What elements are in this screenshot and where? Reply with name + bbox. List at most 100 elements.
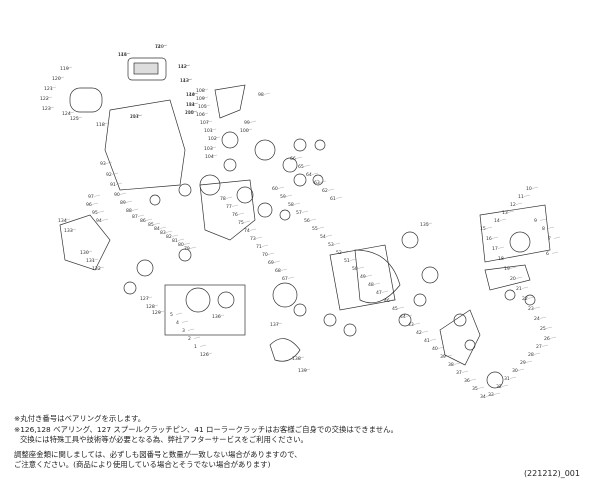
gear-or-bearing — [217, 291, 235, 309]
part-number-label: 110 — [186, 92, 195, 98]
gear-or-bearing — [398, 313, 412, 327]
part-number-label: 114 — [186, 102, 195, 108]
star-drag — [269, 338, 301, 362]
part-number-label: 70 — [262, 252, 268, 258]
leader-line — [497, 246, 505, 249]
leader-line — [171, 234, 179, 237]
leader-line — [531, 186, 539, 189]
leader-line — [381, 290, 389, 293]
part-number-label: 57 — [296, 210, 302, 216]
leader-line — [485, 394, 493, 397]
leader-line — [421, 330, 429, 333]
part-number-label: 31 — [504, 376, 510, 382]
part-number-label: 79 — [184, 246, 190, 252]
part-number-label: 90 — [114, 192, 120, 198]
leader-line — [525, 360, 533, 363]
part-number-label: 132 — [92, 266, 101, 272]
part-number-label: 80 — [178, 242, 184, 248]
leader-line — [297, 356, 305, 359]
part-number-label: 93 — [100, 161, 106, 167]
part-number-label: 19 — [504, 266, 510, 272]
replacement-note: ※126,128 ベアリング、127 スプールクラッチピン、41 ローラークラッ… — [14, 424, 398, 434]
leader-line — [157, 310, 165, 313]
leader-line — [453, 362, 461, 365]
part-number-label: 130 — [80, 250, 89, 256]
gear-or-bearing — [272, 282, 298, 308]
part-number-label: 76 — [232, 212, 238, 218]
leader-line — [91, 202, 99, 205]
part-number-label: 11 — [518, 194, 524, 200]
leader-line — [545, 326, 553, 329]
part-number-label: 66 — [290, 156, 296, 162]
caution-note: ご注意ください。(商品により使用している場合とそうでない場合があります) — [14, 460, 271, 470]
leader-line — [63, 218, 71, 221]
leader-line — [311, 172, 319, 175]
leader-line — [145, 218, 153, 221]
leader-line — [249, 228, 257, 231]
part-number-label: 201 — [130, 114, 139, 120]
service-note: 交換には特殊工具や技術等が必要となる為、弊社アフターサービスをご利用ください。 — [20, 435, 308, 445]
leader-line — [365, 274, 373, 277]
part-number-label: 92 — [106, 172, 112, 178]
roller-clutch — [354, 249, 401, 304]
part-number-label: 85 — [148, 222, 154, 228]
leader-line — [205, 352, 213, 355]
leader-line — [397, 306, 405, 309]
leader-line — [47, 106, 55, 109]
part-number-label: 48 — [368, 282, 374, 288]
part-number-label: 78 — [220, 196, 226, 202]
leader-line — [243, 220, 251, 223]
leader-line — [193, 336, 201, 339]
leader-line — [303, 164, 311, 167]
leader-line — [469, 378, 477, 381]
leader-line — [357, 266, 365, 269]
leader-line — [119, 192, 127, 195]
leader-line — [527, 296, 535, 299]
leader-line — [333, 242, 341, 245]
leader-line — [189, 246, 197, 249]
bearing-note: ※丸付き番号はベアリングを示します。 — [14, 414, 146, 423]
part-number-label: 96 — [86, 202, 92, 208]
spool-inset-box — [164, 284, 246, 336]
leader-line — [280, 268, 288, 271]
leader-line — [135, 114, 143, 117]
gear-or-bearing — [314, 139, 326, 151]
part-number-label: 82 — [166, 234, 172, 240]
leader-line — [341, 250, 349, 253]
part-number-label: 61 — [330, 196, 336, 202]
part-number-label: 94 — [96, 218, 102, 224]
leader-line — [551, 251, 559, 254]
leader-line — [405, 314, 413, 317]
part-number-label: 68 — [275, 268, 281, 274]
side-plate-bracket — [214, 84, 246, 119]
leader-line — [201, 112, 209, 115]
leader-line — [295, 156, 303, 159]
gear-or-bearing — [293, 138, 307, 152]
part-number-label: 28 — [528, 352, 534, 358]
part-number-label: 18 — [498, 256, 504, 262]
leader-line — [491, 236, 499, 239]
part-number-label: 88 — [126, 208, 132, 214]
part-number-label: 3 — [182, 328, 185, 334]
leader-line — [199, 344, 207, 347]
leader-line — [177, 238, 185, 241]
part-number-label: 109 — [196, 96, 205, 102]
gear-or-bearing — [486, 371, 504, 389]
leader-line — [69, 228, 77, 231]
part-number-label: 56 — [304, 218, 310, 224]
leader-line — [501, 384, 509, 387]
gear-or-bearing — [282, 157, 298, 173]
leader-line — [461, 370, 469, 373]
part-number-label: 106 — [196, 112, 205, 118]
leader-line — [245, 128, 253, 131]
gear-or-bearing — [312, 174, 324, 186]
part-number-label: 52 — [336, 250, 342, 256]
part-number-label: 46 — [384, 298, 390, 304]
display-unit — [127, 57, 167, 81]
part-number-label: 25 — [540, 326, 546, 332]
leader-line — [201, 88, 209, 91]
leader-line — [267, 252, 275, 255]
leader-line — [327, 188, 335, 191]
main-frame — [104, 99, 186, 191]
part-number-label: 122 — [40, 96, 49, 102]
